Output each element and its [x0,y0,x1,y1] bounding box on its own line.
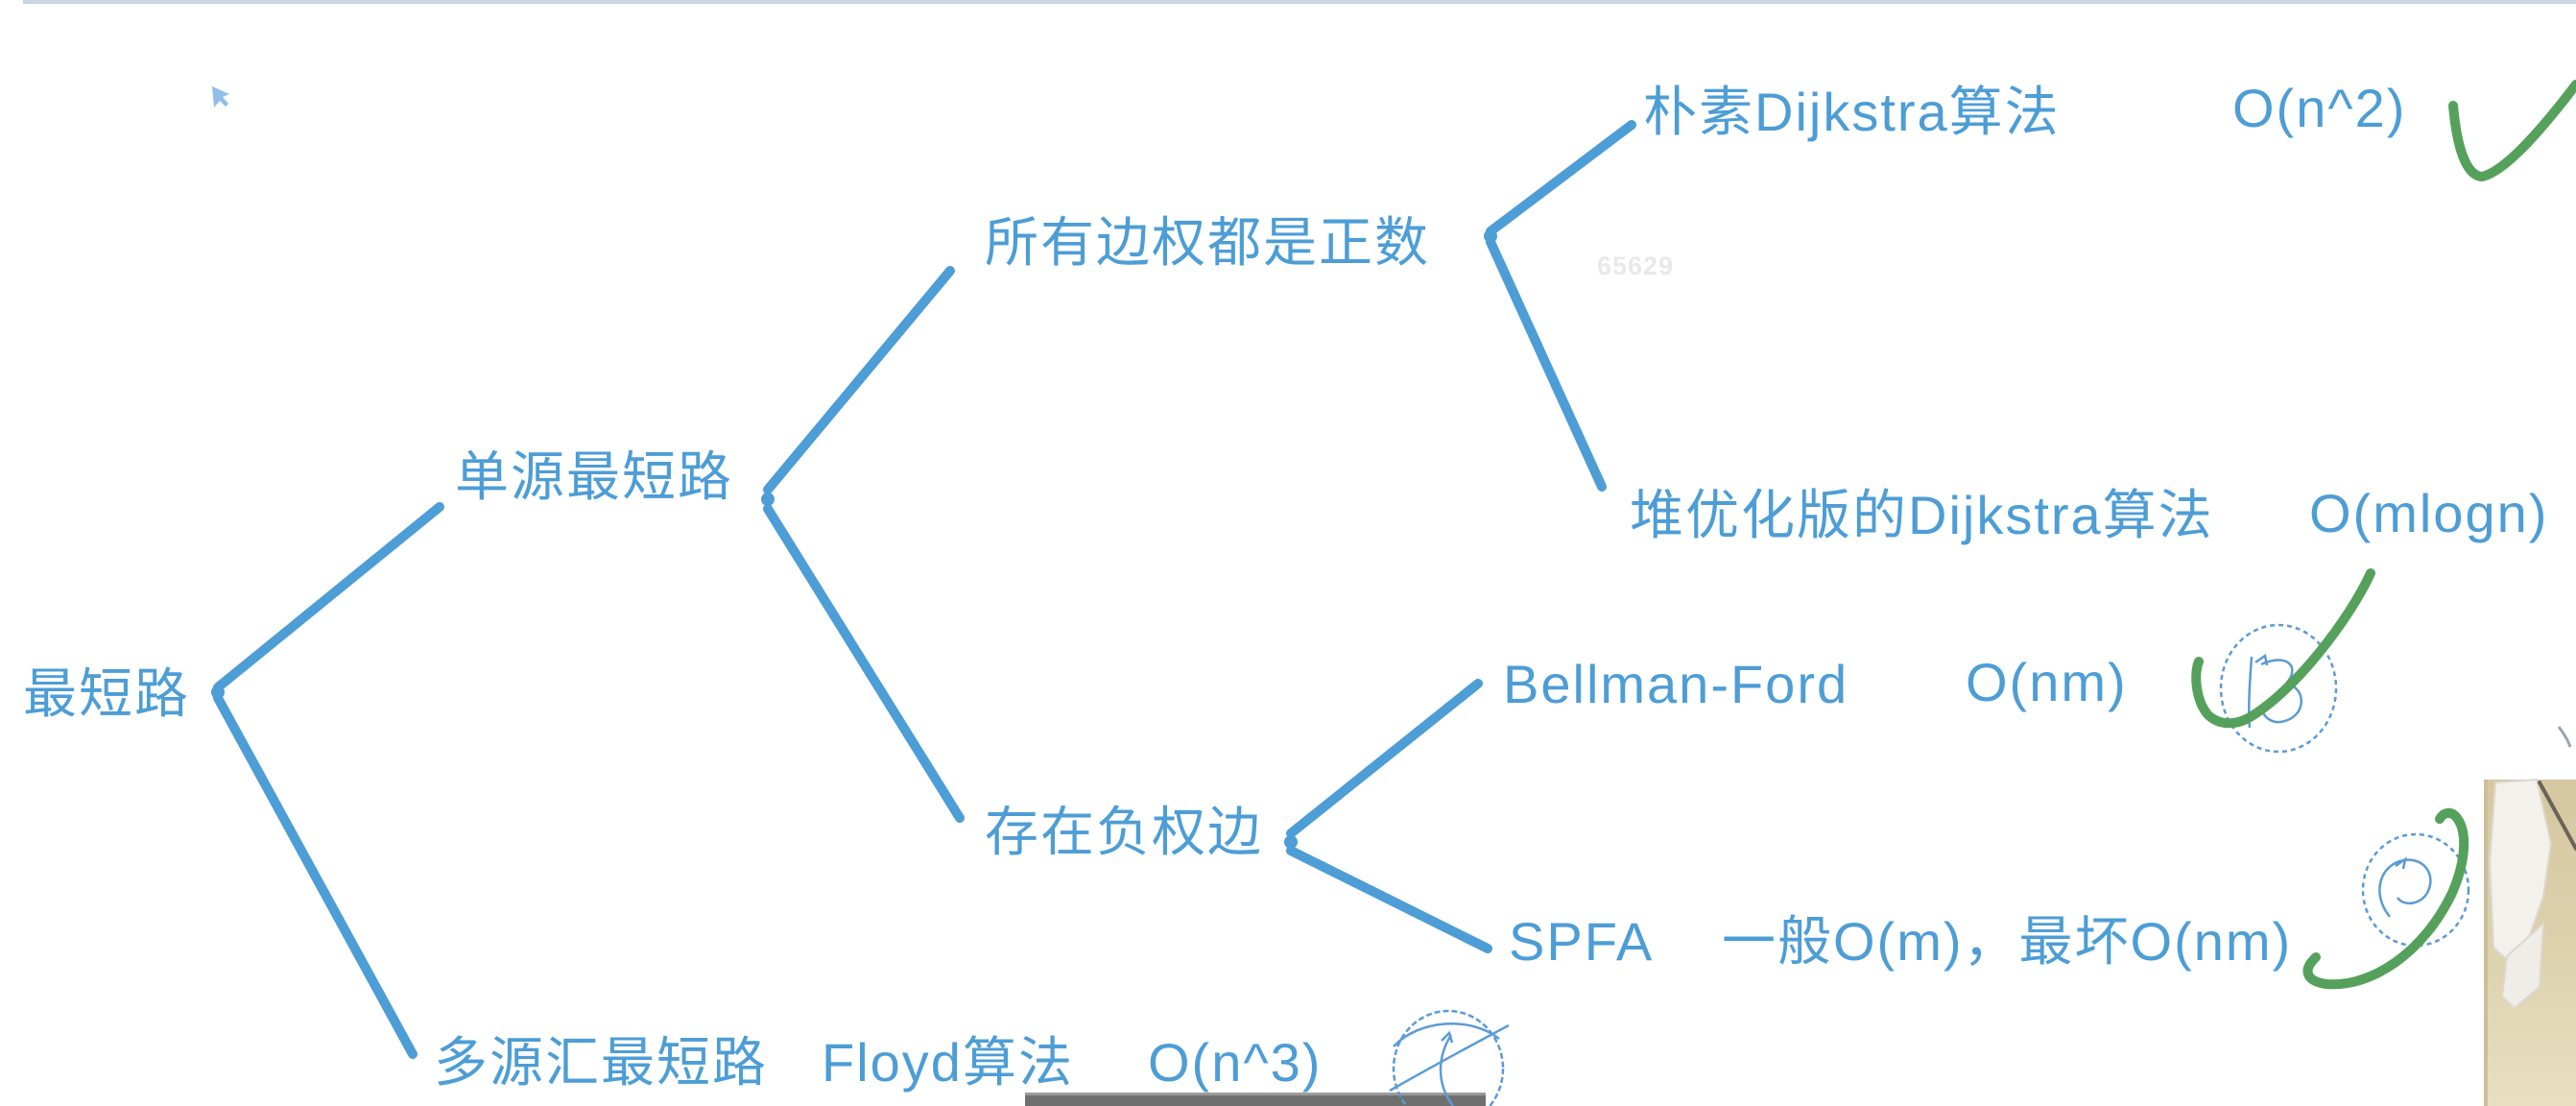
node-floyd: Floyd算法 [822,1032,1074,1093]
node-single-source: 单源最短路 [455,446,733,507]
node-positive-weights: 所有边权都是正数 [985,212,1430,273]
pen-arrow-tip [2254,653,2269,666]
mouse-cursor [212,86,229,108]
pen-arrow-tip [1441,1030,1454,1044]
branch-joint [761,493,775,506]
branch-joint [1284,835,1298,849]
node-floyd-complexity: O(n^3) [1148,1032,1323,1093]
node-bellman-ford-complexity: O(nm) [1966,652,2128,712]
node-multi-source: 多源汇最短路 [434,1032,768,1093]
branch-joint [211,685,225,699]
window-top-border [23,0,2576,4]
node-naive-dijkstra-complexity: O(n^2) [2232,78,2407,138]
handwritten-3 [2260,659,2302,724]
node-spfa-complexity: 一般O(m)，最坏O(nm) [1722,911,2293,972]
node-heap-dijkstra: 堆优化版的Dijkstra算法 [1630,485,2214,545]
node-bellman-ford: Bellman-Ford [1503,654,1849,714]
branch-line [763,266,955,494]
branch-line [763,504,965,823]
cable-line [2538,781,2576,851]
watermark-text: 65629 [1597,252,1675,280]
branch-line [1486,237,1607,492]
checkmark-icon-bellman-ford [2191,568,2375,729]
dashed-circle [2219,623,2338,754]
pen-annotation-floyd [1389,1009,1510,1106]
branch-line [1286,846,1492,953]
pen-arrow-tip [2395,856,2407,870]
pen-annotation-spfa [2302,807,2470,990]
checkmark-icon-naive-dijkstra [2448,80,2576,182]
branch-line [1486,120,1636,236]
dashed-circle [2361,832,2470,948]
taskbar-fragment [1025,1093,1486,1106]
branch-joint [1484,229,1497,243]
branch-line [213,502,444,692]
node-root: 最短路 [23,663,190,724]
branch-line [1286,679,1483,838]
branch-line [213,693,417,1059]
node-negative-weights: 存在负权边 [985,802,1263,862]
node-naive-dijkstra: 朴素Dijkstra算法 [1643,82,2061,142]
pen-scribble [2378,858,2432,918]
webcam-corner [2484,778,2576,1106]
pen-scribble [1439,1034,1455,1106]
branch-lines [213,120,1636,1059]
branch-joints [211,229,1497,849]
node-spfa: SPFA [1509,911,1655,972]
edge-smudge-mark [2557,726,2572,748]
dashed-circle [1392,1009,1505,1106]
pen-scribble [1389,1023,1510,1093]
checkmark-icon-spfa [2302,807,2469,990]
pen-scribble [1393,1022,1500,1047]
white-cloth-shape [2500,921,2545,1010]
node-heap-dijkstra-complexity: O(mlogn) [2309,483,2549,543]
pen-annotation-bellman-ford [2191,568,2375,754]
